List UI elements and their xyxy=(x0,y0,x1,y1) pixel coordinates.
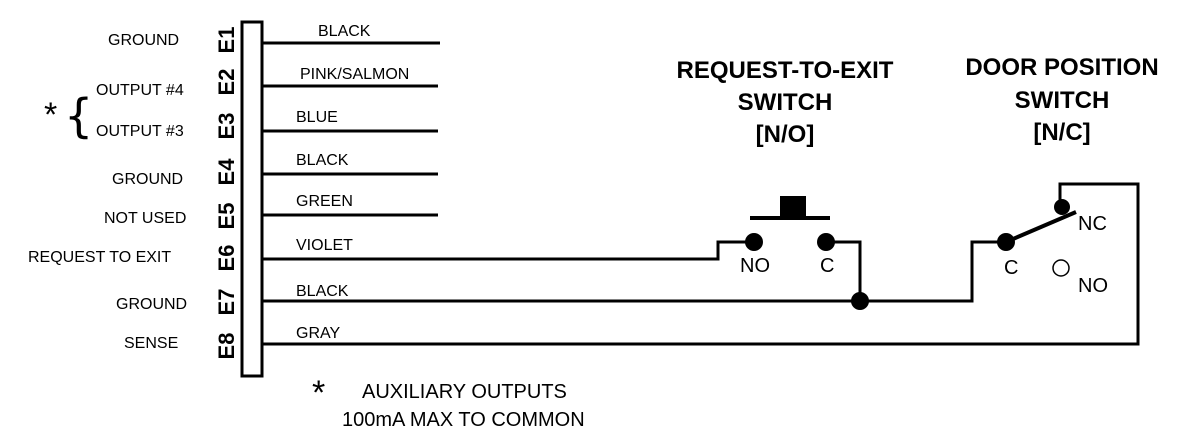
terminal-row-e7: GROUND E7 BLACK xyxy=(116,283,349,315)
terminal-row-e4: GROUND E4 BLACK xyxy=(112,152,438,188)
terminal-function-label: OUTPUT #3 xyxy=(96,123,184,140)
door-no-label: NO xyxy=(1078,275,1108,297)
rex-title-line-3: [N/O] xyxy=(756,121,815,148)
terminal-id: E1 xyxy=(214,27,239,54)
footnote-line-1: AUXILIARY OUTPUTS xyxy=(362,381,567,403)
door-title-line-2: SWITCH xyxy=(1015,87,1110,114)
terminal-row-e8: SENSE E8 GRAY xyxy=(124,325,340,359)
rex-switch: REQUEST-TO-EXIT SWITCH [N/O] NO C xyxy=(677,57,894,277)
terminal-id: E2 xyxy=(214,69,239,96)
aux-star-marker: * xyxy=(44,96,57,134)
door-contact-no xyxy=(1052,259,1070,277)
terminal-function-label: GROUND xyxy=(112,171,183,188)
terminal-id: E5 xyxy=(214,203,239,230)
rex-title-line-2: SWITCH xyxy=(738,89,833,116)
wire-color-label: BLUE xyxy=(296,109,338,126)
door-title-line-3: [N/C] xyxy=(1033,119,1090,146)
terminal-function-label: OUTPUT #4 xyxy=(96,82,184,99)
wire-color-label: GREEN xyxy=(296,193,353,210)
terminal-row-e1: GROUND E1 BLACK xyxy=(108,23,440,53)
pushbutton-cap xyxy=(780,196,806,218)
terminal-id: E6 xyxy=(214,245,239,272)
rex-no-label: NO xyxy=(740,255,770,277)
terminal-id: E8 xyxy=(214,333,239,360)
wire-color-label: VIOLET xyxy=(296,237,353,254)
junction-dot xyxy=(851,292,869,310)
wire-color-label: GRAY xyxy=(296,325,340,342)
terminal-id: E4 xyxy=(214,158,239,186)
door-nc-label: NC xyxy=(1078,213,1107,235)
rex-title-line-1: REQUEST-TO-EXIT xyxy=(677,57,894,84)
terminal-row-e2: OUTPUT #4 E2 PINK/SALMON xyxy=(96,66,438,99)
wire-color-label: BLACK xyxy=(296,283,349,300)
door-contact-nc xyxy=(1054,199,1070,215)
terminal-function-label: GROUND xyxy=(108,32,179,49)
aux-brace: { xyxy=(64,89,93,143)
terminal-function-label: NOT USED xyxy=(104,210,186,227)
terminal-function-label: GROUND xyxy=(116,296,187,313)
door-c-label: C xyxy=(1004,257,1018,279)
terminal-row-e5: NOT USED E5 GREEN xyxy=(104,193,438,229)
wire-e6-to-rex-no xyxy=(262,240,750,261)
terminal-row-e6: REQUEST TO EXIT E6 VIOLET xyxy=(28,237,353,271)
wire-e7-to-switches xyxy=(262,240,1004,303)
footnote-star: * xyxy=(312,374,325,412)
door-switch: DOOR POSITION SWITCH [N/C] NC C NO xyxy=(965,54,1158,297)
door-title-line-1: DOOR POSITION xyxy=(965,54,1158,81)
footnote-line-2: 100mA MAX TO COMMON xyxy=(342,409,585,431)
wire-color-label: PINK/SALMON xyxy=(300,66,409,83)
terminal-function-label: SENSE xyxy=(124,335,178,352)
rex-contact-c xyxy=(817,233,835,251)
wire-rex-c-to-ground xyxy=(826,240,862,301)
rex-contact-no xyxy=(745,233,763,251)
wire-e8-to-door-nc xyxy=(262,182,1140,346)
door-switch-arm xyxy=(1005,210,1077,244)
wire-color-label: BLACK xyxy=(318,23,371,40)
rex-c-label: C xyxy=(820,255,834,277)
wire-color-label: BLACK xyxy=(296,152,349,169)
terminal-id: E7 xyxy=(214,289,239,316)
terminal-block xyxy=(240,20,264,378)
terminal-row-e3: OUTPUT #3 E3 BLUE xyxy=(96,109,438,140)
terminal-id: E3 xyxy=(214,113,239,140)
terminal-function-label: REQUEST TO EXIT xyxy=(28,249,171,266)
